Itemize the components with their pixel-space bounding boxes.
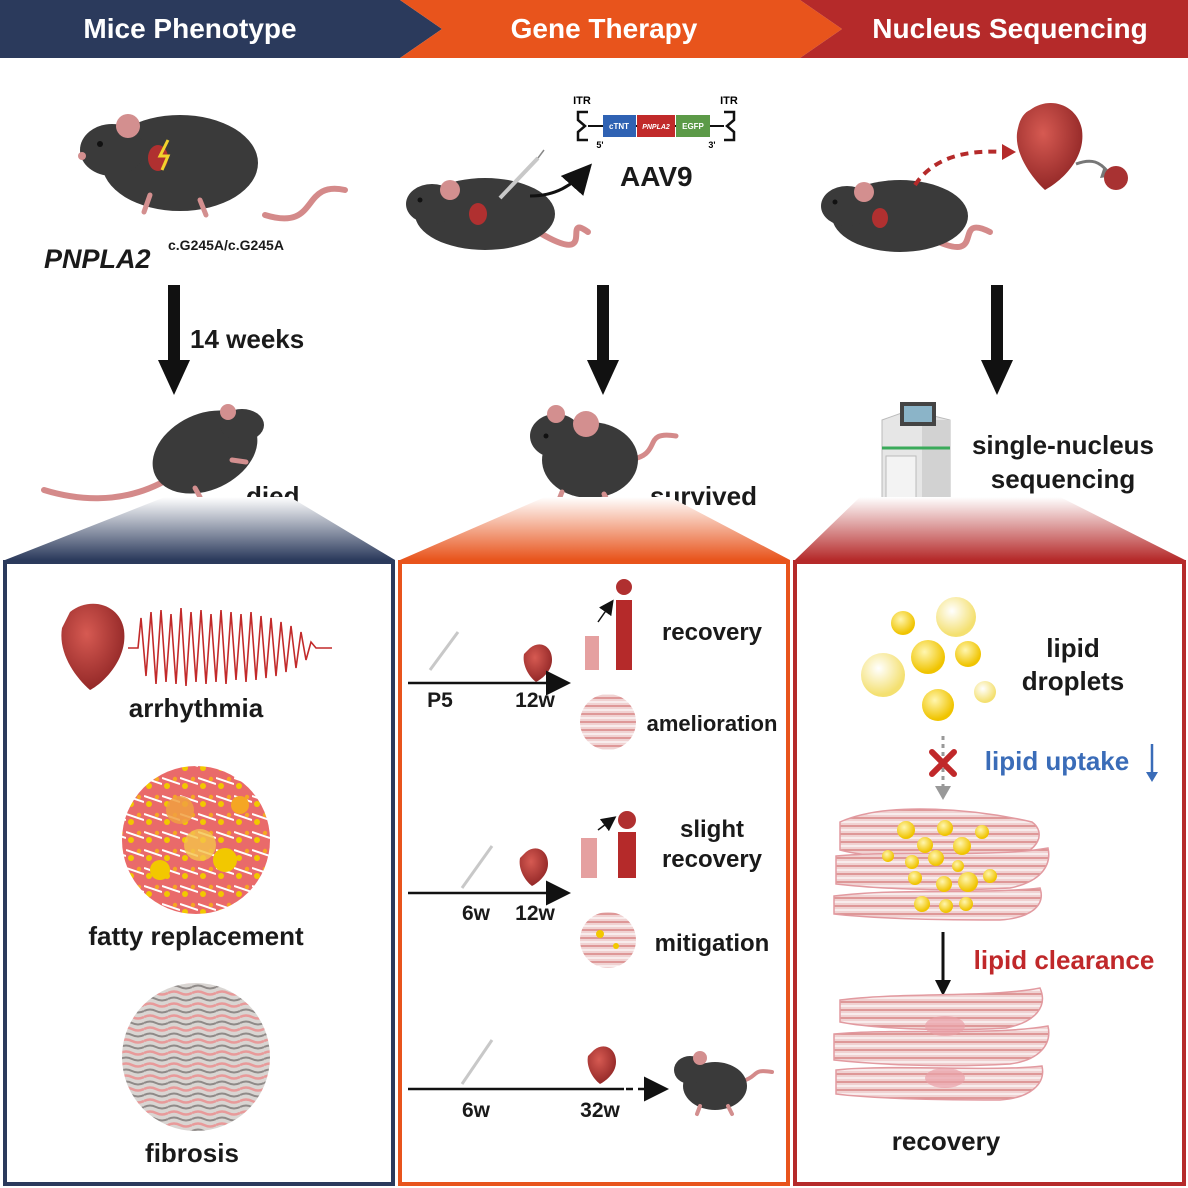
trapezoid-col3	[795, 497, 1185, 560]
gene-label: PNPLA2	[642, 124, 670, 131]
reporter-label: EGFP	[682, 122, 704, 131]
header-mice-phenotype: Mice Phenotype	[83, 13, 296, 44]
heart-icon	[519, 848, 548, 886]
heart-icon	[523, 644, 552, 682]
tissue-icon	[580, 912, 636, 968]
result-recovery: recovery	[892, 1126, 1001, 1156]
genotype-superscript: c.G245A/c.G245A	[168, 237, 284, 253]
header-nucleus-sequencing: Nucleus Sequencing	[872, 13, 1147, 44]
down-arrow-col2	[587, 285, 619, 395]
clearance-arrow	[935, 932, 951, 996]
dissection-mouse-icon	[821, 144, 1016, 252]
bar-after	[618, 832, 636, 878]
row3-start: 6w	[462, 1099, 491, 1122]
header-gene-therapy: Gene Therapy	[511, 13, 698, 44]
vector-name-aav9: AAV9	[620, 161, 693, 192]
fatty-replacement-illustration	[122, 766, 270, 914]
header-col3-bg	[800, 0, 1188, 58]
row2-start: 6w	[462, 902, 491, 925]
droplets-line2: droplets	[1022, 666, 1125, 696]
header-col2-bg	[400, 0, 842, 58]
down-arrow-col3	[981, 285, 1013, 395]
row3-end: 32w	[580, 1099, 620, 1122]
blocked-uptake-arrow	[929, 736, 957, 800]
lipid-droplets-cluster	[861, 597, 996, 721]
promoter-label: cTNT	[609, 122, 629, 131]
item-fibrosis: fibrosis	[145, 1138, 239, 1168]
lipid-laden-cardiomyocytes	[833, 808, 1050, 921]
droplets-line1: lipid	[1046, 633, 1099, 663]
bar-before	[585, 636, 599, 670]
down-arrow-col1	[158, 285, 190, 395]
five-prime-label: 5'	[596, 140, 603, 150]
method-line1: single-nucleus	[972, 430, 1154, 460]
header-col1-bg	[0, 0, 442, 58]
bar-after	[616, 600, 632, 670]
heart-icon	[1016, 102, 1128, 190]
recovered-cardiomyocytes	[833, 987, 1050, 1101]
row2-result1b: recovery	[662, 846, 763, 873]
lipid-uptake-label: lipid uptake	[985, 746, 1129, 776]
therapy-row-1: P5 12w recovery amelioration	[408, 579, 777, 750]
mouse-pnpla2-icon	[78, 114, 348, 222]
heart-icon	[618, 811, 636, 829]
method-line2: sequencing	[991, 464, 1135, 494]
syringe-icon	[460, 1039, 494, 1085]
cross-icon	[929, 749, 957, 777]
heart-icon	[587, 1046, 616, 1084]
syringe-icon	[460, 845, 494, 889]
row1-result2: amelioration	[647, 711, 778, 736]
itr-right-label: ITR	[720, 95, 738, 107]
therapy-row-2: 6w 12w slight recovery mitigation	[408, 811, 769, 968]
arrhythmia-illustration	[61, 603, 332, 690]
row1-start: P5	[427, 689, 453, 712]
bar-before	[581, 838, 597, 878]
three-prime-label: 3'	[708, 140, 715, 150]
therapy-row-3: 6w 32w	[408, 1039, 774, 1122]
syringe-icon	[428, 631, 460, 671]
item-fatty-replacement: fatty replacement	[88, 921, 304, 951]
trapezoid-col2	[400, 497, 790, 560]
row2-end: 12w	[515, 902, 555, 925]
row1-result1: recovery	[662, 619, 763, 646]
mouse-died-icon	[41, 404, 264, 502]
row1-end: 12w	[515, 689, 555, 712]
lipid-clearance-label: lipid clearance	[974, 945, 1155, 975]
item-arrhythmia: arrhythmia	[129, 693, 264, 723]
mouse-icon	[674, 1051, 774, 1116]
time-14-weeks: 14 weeks	[190, 324, 304, 354]
row2-result1a: slight	[680, 816, 744, 843]
row2-result2: mitigation	[655, 930, 770, 957]
down-arrow-icon	[1146, 744, 1158, 782]
trapezoid-col1	[5, 497, 395, 560]
fibrosis-illustration	[122, 983, 270, 1131]
sequencer-machine-icon	[881, 402, 951, 519]
header-banner: Mice Phenotype Gene Therapy Nucleus Sequ…	[0, 0, 1188, 58]
injection-mouse-icon	[406, 149, 592, 250]
itr-left-label: ITR	[573, 95, 591, 107]
aav9-vector-construct: ITR ITR cTNT PNPLA2 EGFP 5' 3'	[573, 95, 738, 150]
tissue-icon	[580, 694, 636, 750]
genotype-gene: PNPLA2	[44, 244, 151, 274]
heart-icon	[616, 579, 632, 595]
